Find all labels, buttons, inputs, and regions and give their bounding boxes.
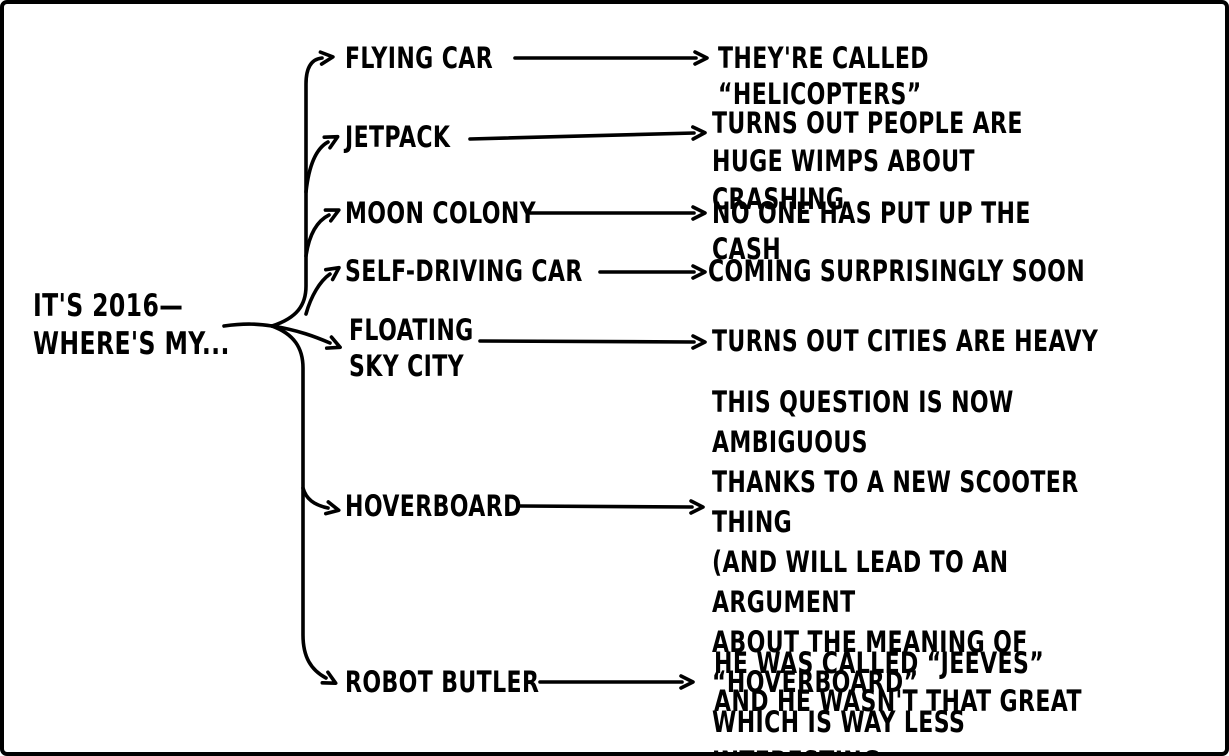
branch-jetpack-arrow [304, 134, 340, 194]
item-answer-jetpack: TURNS OUT PEOPLE ARE HUGE WIMPS ABOUT CR… [712, 106, 1023, 216]
item-label-moon-colony: MOON COLONY [345, 196, 537, 230]
root-question: IT'S 2016— WHERE'S MY... [33, 288, 230, 362]
stem-line [222, 322, 274, 328]
item-label-robot-butler: ROBOT BUTLER [345, 665, 540, 699]
branch-hoverboard-arrow [301, 486, 341, 516]
item-label-floating-sky-city: FLOATING SKY CITY [349, 313, 474, 383]
item-answer-floating-sky-city: TURNS OUT CITIES ARE HEAVY [712, 324, 1099, 358]
arrow-jetpack-to-answer [468, 125, 707, 141]
branch-moon-colony-arrow [304, 208, 341, 258]
arrow-hoverboard-to-answer [518, 499, 705, 515]
arrow-floating-sky-city-to-answer [478, 334, 707, 350]
item-label-flying-car: FLYING CAR [345, 41, 494, 75]
trunk-up-to-flying-car-arrow [270, 50, 335, 328]
item-answer-moon-colony: NO ONE HAS PUT UP THE CASH [712, 196, 1031, 266]
item-label-self-driving-car: SELF-DRIVING CAR [345, 254, 583, 288]
branch-self-driving-arrow [304, 265, 341, 316]
item-answer-self-driving-car: COMING SURPRISINGLY SOON [708, 254, 1086, 288]
item-label-jetpack: JETPACK [345, 120, 451, 154]
item-answer-hoverboard: THIS QUESTION IS NOW AMBIGUOUS THANKS TO… [712, 385, 1079, 756]
item-answer-robot-butler: HE WAS CALLED “JEEVES” AND HE WASN'T THA… [714, 646, 1082, 718]
item-label-hoverboard: HOVERBOARD [345, 489, 522, 523]
trunk-down-to-robot-butler-arrow [270, 324, 338, 685]
item-answer-flying-car: THEY'RE CALLED “HELICOPTERS” [718, 41, 929, 111]
